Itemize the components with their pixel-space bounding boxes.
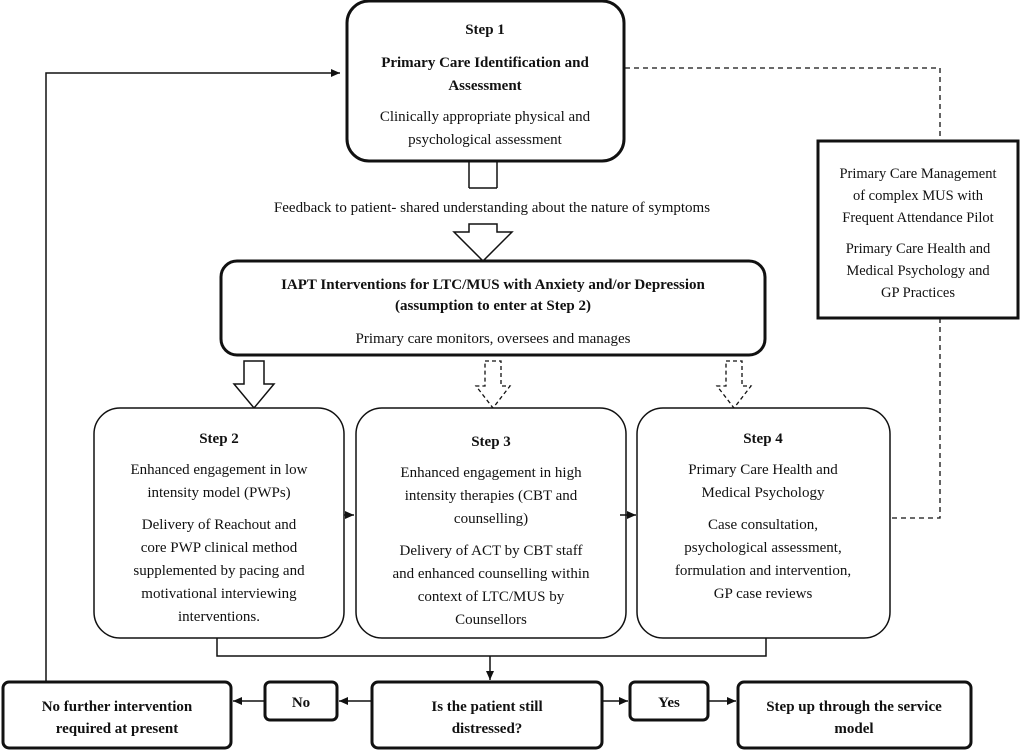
side-panel-line4: Primary Care Health and <box>846 241 991 257</box>
step4-heading: Step 4 <box>743 431 783 447</box>
no-outcome-line2: required at present <box>56 721 179 737</box>
step3-line4: Delivery of ACT by CBT staff <box>400 543 583 559</box>
iapt-title-line2: (assumption to enter at Step 2) <box>395 298 591 314</box>
yes-label: Yes <box>658 695 680 711</box>
step3-line3: counselling) <box>454 511 528 527</box>
step3-line2: intensity therapies (CBT and <box>405 488 578 504</box>
dashed-arrow-iapt-to-step3 <box>474 360 512 410</box>
side-panel-line1: Primary Care Management <box>839 166 996 182</box>
decision-box <box>370 680 604 750</box>
step2-line6: motivational interviewing <box>141 586 297 602</box>
side-panel-line2: of complex MUS with <box>853 188 984 204</box>
yes-outcome-line1: Step up through the service <box>766 699 942 715</box>
step2-box <box>93 407 345 639</box>
step1-title-line1: Primary Care Identification and <box>381 55 589 71</box>
yes-outcome-line2: model <box>834 721 873 737</box>
decision-line2: distressed? <box>452 721 523 737</box>
hollow-arrow-step1-to-iapt <box>452 223 514 263</box>
step4-line6: GP case reviews <box>714 586 813 602</box>
step2-line4: core PWP clinical method <box>141 540 298 556</box>
iapt-desc: Primary care monitors, oversees and mana… <box>356 331 631 347</box>
step1-heading: Step 1 <box>465 22 505 38</box>
dashed-arrow-iapt-to-step4 <box>715 360 753 410</box>
hollow-arrow-shaft-upper <box>468 161 498 189</box>
step4-line2: Medical Psychology <box>702 485 825 501</box>
step3-box <box>355 407 627 639</box>
step2-line5: supplemented by pacing and <box>133 563 305 579</box>
step4-line5: formulation and intervention, <box>675 563 851 579</box>
iapt-box <box>219 259 767 357</box>
dashed-link-step1-side <box>625 67 941 141</box>
side-panel-line6: GP Practices <box>881 285 955 301</box>
side-panel-box <box>816 139 1020 320</box>
step4-line1: Primary Care Health and <box>688 462 838 478</box>
step1-box <box>345 0 626 163</box>
step2-line2: intensity model (PWPs) <box>147 485 290 501</box>
dashed-link-side-step4 <box>890 318 941 519</box>
side-panel-line3: Frequent Attendance Pilot <box>842 210 993 226</box>
side-panel-line5: Medical Psychology and <box>846 263 990 279</box>
loop-back-connector <box>45 69 340 682</box>
no-label: No <box>292 695 310 711</box>
step1-desc-line1: Clinically appropriate physical and <box>380 109 591 125</box>
step2-heading: Step 2 <box>199 431 239 447</box>
step4-box <box>636 407 891 639</box>
step2-line7: interventions. <box>178 609 260 625</box>
merge-bracket <box>216 638 767 657</box>
step1-title-line2: Assessment <box>448 78 521 94</box>
hollow-arrow-iapt-to-step2 <box>232 360 276 410</box>
yes-outcome-box <box>736 680 973 750</box>
no-outcome-line1: No further intervention <box>42 699 193 715</box>
step4-line3: Case consultation, <box>708 517 818 533</box>
step1-desc-line2: psychological assessment <box>408 132 563 148</box>
step3-line1: Enhanced engagement in high <box>400 465 582 481</box>
step3-line6: context of LTC/MUS by <box>418 589 565 605</box>
decision-line1: Is the patient still <box>431 699 542 715</box>
step2-line1: Enhanced engagement in low <box>130 462 307 478</box>
no-outcome-box <box>1 680 233 750</box>
iapt-title-line1: IAPT Interventions for LTC/MUS with Anxi… <box>281 277 705 293</box>
feedback-text: Feedback to patient- shared understandin… <box>274 200 710 216</box>
step4-line4: psychological assessment, <box>684 540 841 556</box>
step2-line3: Delivery of Reachout and <box>142 517 297 533</box>
step3-line7: Counsellors <box>455 612 527 628</box>
step3-line5: and enhanced counselling within <box>392 566 590 582</box>
step3-heading: Step 3 <box>471 434 511 450</box>
